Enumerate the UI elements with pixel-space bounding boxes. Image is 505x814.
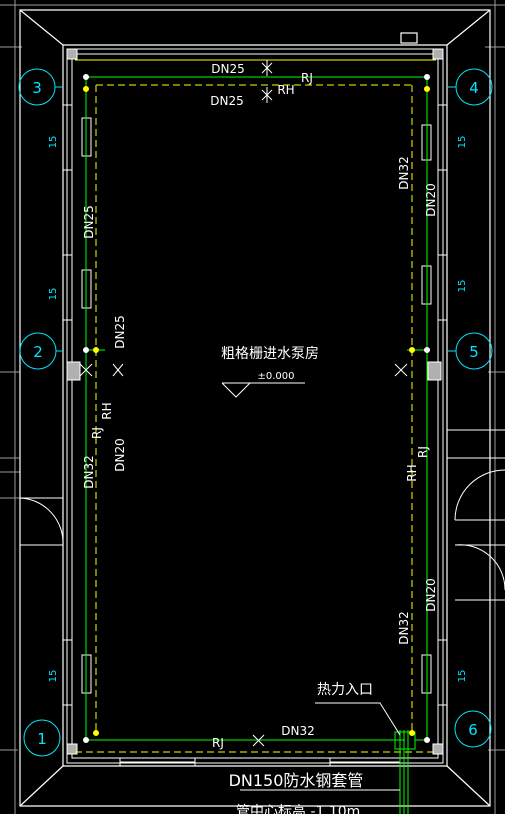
dim-right-2: 15	[457, 280, 468, 293]
label-bottom-rj: RJ	[212, 736, 224, 750]
dim-right-3: 15	[457, 670, 468, 683]
label-right-rh: RH	[405, 464, 419, 481]
label-right-lower-dn32: DN32	[397, 611, 411, 645]
axis-bubbles	[18, 68, 493, 757]
pipe-supports	[79, 60, 408, 747]
dim-left-2: 15	[48, 288, 59, 301]
pipe-markers	[83, 74, 430, 743]
note-sleeve: DN150防水钢套管	[229, 771, 364, 790]
axis-label-2: 2	[33, 343, 43, 361]
axis-label-5: 5	[469, 343, 479, 361]
right-door	[447, 429, 505, 601]
label-left-dn20: DN20	[113, 438, 127, 472]
label-top-rj: RJ	[301, 71, 313, 85]
dim-left-1: 15	[48, 136, 59, 149]
heat-entry-leader	[240, 702, 401, 791]
note-heat-entry: 热力入口	[317, 682, 373, 698]
label-left-rj: RJ	[90, 427, 104, 439]
note-center-elev: 管中心标高 -1.10m	[236, 803, 360, 814]
room-name: 粗格栅进水泵房	[221, 346, 319, 362]
label-right-lower-dn20: DN20	[424, 578, 438, 612]
room-elevation: ±0.000	[257, 371, 294, 382]
axis-label-6: 6	[468, 721, 478, 739]
dim-right-1: 15	[457, 136, 468, 149]
outer-wall	[19, 9, 491, 807]
label-left-mid-dn25: DN25	[113, 315, 127, 349]
dim-left-3: 15	[48, 670, 59, 683]
label-top-dn25-upper: DN25	[211, 62, 245, 76]
elevation-symbol	[221, 382, 305, 398]
label-left-upper-dn25: DN25	[82, 205, 96, 239]
label-left-rh: RH	[100, 402, 114, 419]
supply-pipe	[85, 76, 428, 814]
label-right-rj: RJ	[416, 446, 430, 458]
axis-label-4: 4	[469, 79, 479, 97]
left-door	[19, 497, 64, 546]
axis-label-3: 3	[32, 79, 42, 97]
label-top-dn25-lower: DN25	[210, 94, 244, 108]
inner-wall	[62, 48, 448, 767]
label-bottom-dn32: DN32	[281, 724, 315, 738]
label-right-upper-dn20: DN20	[424, 183, 438, 217]
axis-label-1: 1	[37, 730, 47, 748]
return-pipe	[75, 59, 436, 753]
label-right-upper-dn32: DN32	[397, 156, 411, 190]
label-left-dn32: DN32	[82, 455, 96, 489]
label-top-rh: RH	[277, 83, 294, 97]
